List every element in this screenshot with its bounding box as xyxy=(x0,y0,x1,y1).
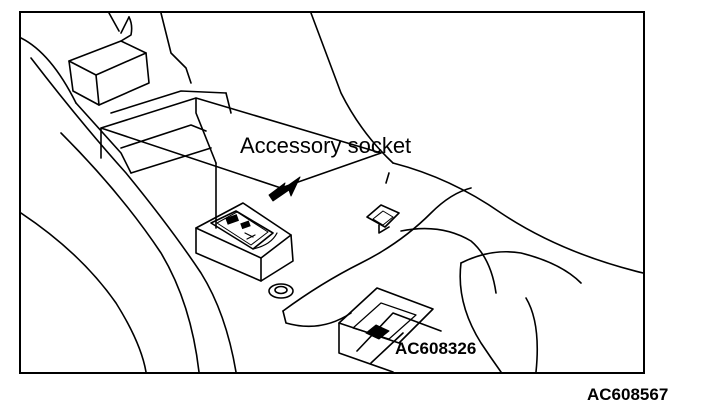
figure-code-outer: AC608567 xyxy=(587,385,669,404)
window-switches xyxy=(338,287,442,372)
console-body xyxy=(21,13,643,372)
accessory-socket-label: Accessory socket xyxy=(240,133,412,158)
storage-tray xyxy=(100,90,382,229)
illustration-frame xyxy=(19,11,645,374)
figure-code-inner: AC608326 xyxy=(395,339,477,358)
switch-panel xyxy=(282,172,582,372)
console-line-drawing xyxy=(21,13,643,372)
shift-lever xyxy=(68,13,192,106)
cup-holder-ring xyxy=(268,283,294,299)
accessory-socket xyxy=(195,202,294,282)
pointer-arrow xyxy=(268,176,301,202)
